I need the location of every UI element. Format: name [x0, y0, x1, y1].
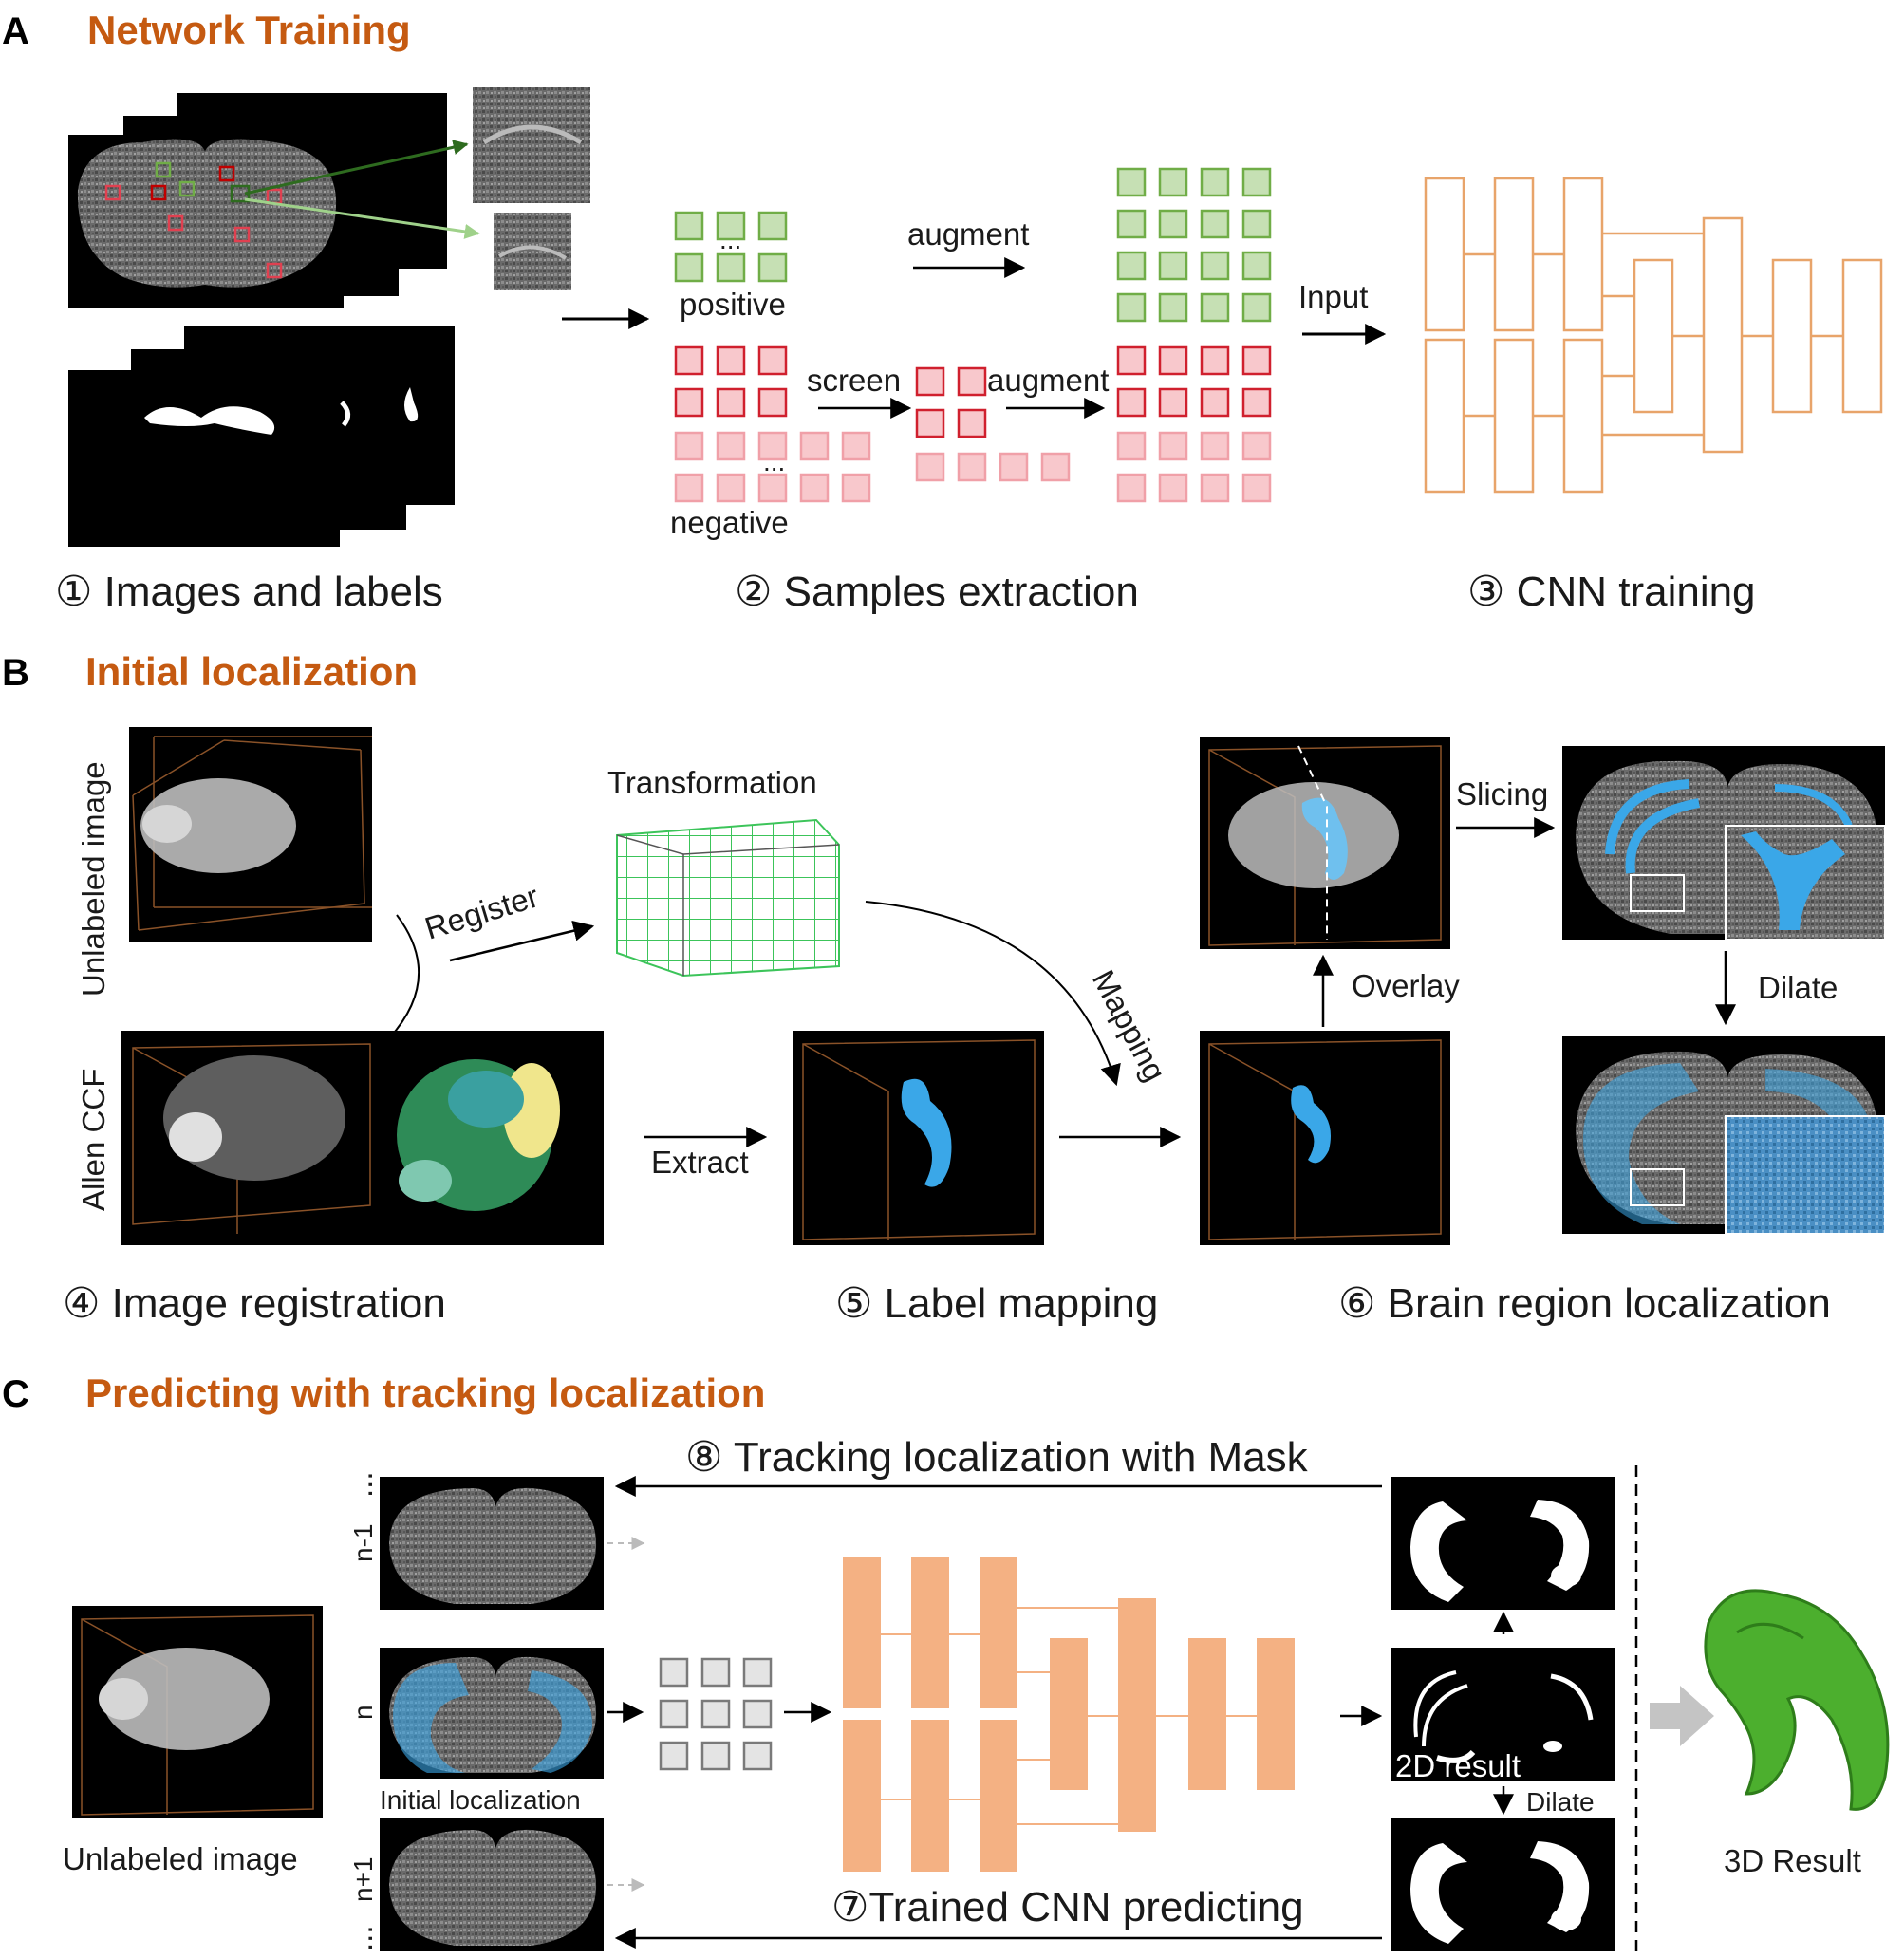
transformation-grid [616, 818, 840, 978]
dilate-label-b: Dilate [1758, 970, 1838, 1005]
screen-label: screen [807, 363, 901, 398]
slice-n-plus-1 [380, 1818, 604, 1951]
result-arrow [1650, 1686, 1714, 1746]
result-2d-image: 2D result [1391, 1648, 1615, 1783]
augmented-positive-samples [1116, 167, 1272, 323]
predicting-label: ⑦Trained CNN predicting [831, 1884, 1304, 1930]
initial-localization-label: Initial localization [380, 1785, 581, 1815]
cnn-architecture-filled [843, 1557, 1295, 1872]
augmented-negative-samples [1116, 345, 1272, 418]
panel-b: B Initial localization Unlabeled image A… [2, 649, 1886, 1327]
slice-label-n-minus-1: n-1 [348, 1524, 378, 1562]
overlay-volume [1200, 737, 1450, 949]
image-stack [68, 87, 590, 308]
unlabeled-image-label-c: Unlabeled image [63, 1841, 298, 1876]
negative-ellipsis: ... [763, 447, 785, 476]
unlabeled-volume-c [72, 1606, 323, 1818]
augment-label-top: augment [907, 216, 1029, 252]
step-4-label: ④ Image registration [63, 1280, 446, 1327]
positive-ellipsis: ... [719, 225, 741, 254]
screened-samples [915, 366, 987, 438]
unlabeled-volume-image [129, 727, 372, 942]
augment-label-mid: augment [987, 363, 1109, 398]
overlay-label: Overlay [1352, 968, 1460, 1003]
panel-c-title: Predicting with tracking localization [85, 1371, 765, 1415]
panel-b-letter: B [2, 652, 29, 694]
dilated-zoomed-inset [1725, 1115, 1886, 1235]
step-3-label: ③ CNN training [1467, 569, 1756, 615]
tracking-label: ⑧ Tracking localization with Mask [685, 1434, 1309, 1481]
dilated-localization-image [1562, 1036, 1886, 1235]
panel-a-title: Network Training [87, 8, 411, 52]
samples-extraction: ... positive ... negative screen augment [670, 167, 1272, 540]
step-1-label: ① Images and labels [55, 569, 443, 615]
slice-label-n-plus-1: n+1 [348, 1857, 378, 1903]
panel-a: A Network Training [2, 8, 1883, 615]
slicing-label: Slicing [1456, 776, 1548, 811]
extracted-label-volume [793, 1031, 1044, 1245]
step-6-label: ⑥ Brain region localization [1338, 1280, 1831, 1327]
label-stack [68, 326, 455, 547]
sliced-localization-image [1562, 746, 1886, 941]
result-2d-label: 2D result [1395, 1748, 1521, 1783]
transformation-label: Transformation [607, 765, 817, 800]
mapping-label: Mapping [1086, 964, 1173, 1087]
dilated-mask-image [1391, 1818, 1615, 1951]
panel-b-title: Initial localization [85, 649, 418, 694]
negative-samples-strong [674, 345, 788, 418]
allen-ccf-vertical-label: Allen CCF [76, 1069, 111, 1211]
input-label: Input [1298, 279, 1368, 314]
cnn-architecture-outline [1424, 177, 1883, 494]
allen-ccf-image [121, 1031, 604, 1245]
result-3d-label: 3D Result [1724, 1843, 1861, 1878]
register-label: Register [420, 878, 542, 945]
slice-dots-bottom: ... [344, 1925, 379, 1951]
extract-label: Extract [651, 1145, 749, 1180]
positive-label: positive [680, 287, 786, 322]
patch-grid [659, 1657, 773, 1771]
negative-samples-weak [674, 431, 871, 503]
positive-samples [674, 211, 788, 283]
tracking-mask-image [1391, 1477, 1615, 1610]
negative-label: negative [670, 505, 789, 540]
step-5-label: ⑤ Label mapping [835, 1280, 1158, 1327]
slice-n-initial-localization [380, 1648, 604, 1779]
label-mask-shape [144, 406, 275, 435]
dilate-label-c: Dilate [1526, 1787, 1595, 1817]
slice-n-minus-1 [380, 1477, 604, 1610]
panel-c-letter: C [2, 1373, 29, 1415]
mapped-label-volume [1200, 1031, 1450, 1245]
slice-dots-top: ... [344, 1471, 379, 1498]
panel-c: C Predicting with tracking localization … [2, 1371, 1890, 1955]
brain-section-image [77, 139, 337, 288]
result-3d-model [1704, 1589, 1890, 1811]
step-2-label: ② Samples extraction [735, 569, 1139, 615]
unlabeled-image-vertical-label: Unlabeled image [76, 761, 111, 997]
slice-label-n: n [348, 1705, 378, 1720]
panel-a-letter: A [2, 10, 29, 52]
positive-patch-zoom-large [473, 87, 590, 203]
